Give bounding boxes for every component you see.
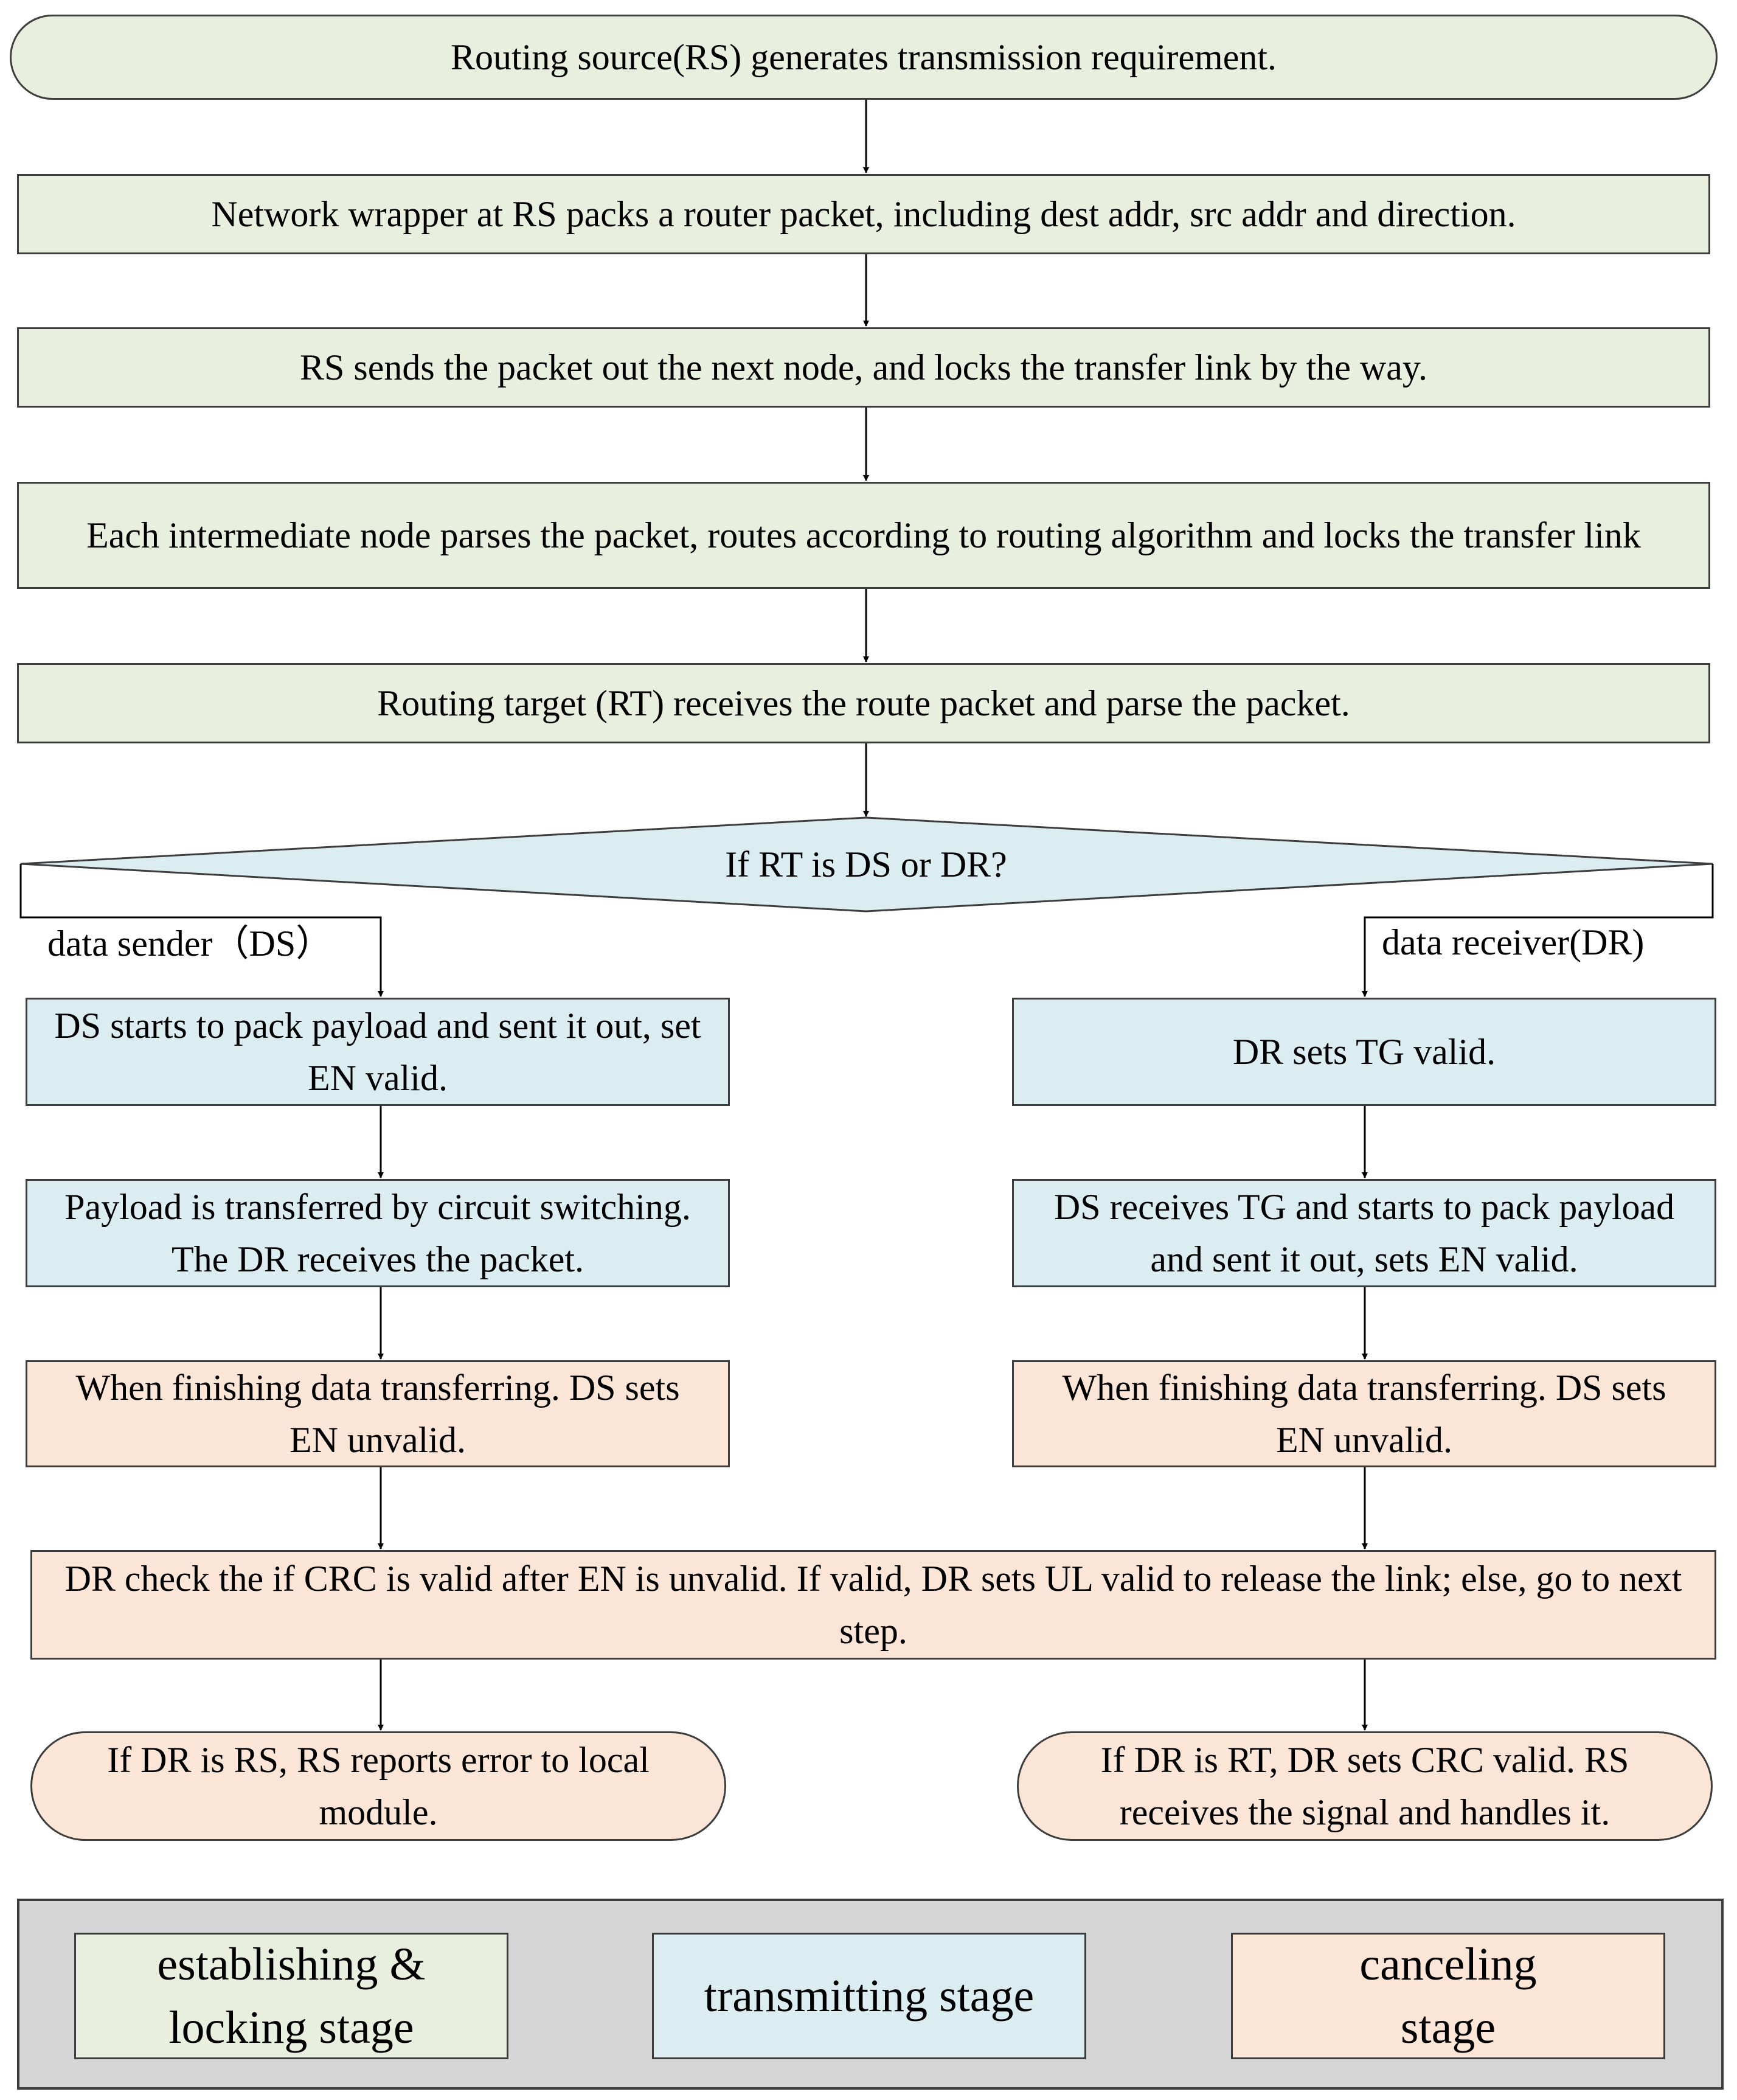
end-right-text: If DR is RT, DR sets CRC valid. RS recei… — [1100, 1740, 1629, 1832]
ds-receives-tg-step: DS receives TG and starts to pack payloa… — [1012, 1179, 1716, 1287]
decision-diamond — [20, 816, 1713, 913]
pack-packet-step: Network wrapper at RS packs a router pac… — [17, 174, 1710, 254]
pack-packet-text: Network wrapper at RS packs a router pac… — [211, 194, 1516, 234]
legend-transmitting: transmitting stage — [652, 1933, 1086, 2059]
arrow-decision-to-sender — [19, 864, 384, 997]
payload-transfer-text: Payload is transferred by circuit switch… — [64, 1187, 691, 1279]
end-node-left: If DR is RS, RS reports error to local m… — [30, 1731, 726, 1841]
ds-receives-tg-text: DS receives TG and starts to pack payloa… — [1053, 1187, 1675, 1279]
arrow-decision-to-receiver — [1362, 864, 1714, 997]
branch-label-receiver: data receiver(DR) — [1382, 922, 1645, 962]
routing-target-text: Routing target (RT) receives the route p… — [377, 683, 1350, 723]
ds-finish-left-step: When finishing data transferring. DS set… — [26, 1360, 730, 1467]
legend-transmitting-text: transmitting stage — [704, 1970, 1035, 2022]
legend-panel: establishing & locking stage transmittin… — [17, 1899, 1724, 2090]
crc-check-text: DR check the if CRC is valid after EN is… — [64, 1559, 1682, 1651]
end-left-text: If DR is RS, RS reports error to local m… — [107, 1740, 650, 1832]
legend-establishing-text: establishing & locking stage — [157, 1939, 426, 2053]
send-packet-step: RS sends the packet out the next node, a… — [17, 327, 1710, 408]
ds-finish-right-text: When finishing data transferring. DS set… — [1062, 1368, 1666, 1460]
legend-establishing: establishing & locking stage — [74, 1933, 508, 2059]
intermediate-node-text: Each intermediate node parses the packet… — [86, 515, 1641, 555]
end-node-right: If DR is RT, DR sets CRC valid. RS recei… — [1017, 1731, 1713, 1841]
payload-transfer-step: Payload is transferred by circuit switch… — [26, 1179, 730, 1287]
ds-finish-right-step: When finishing data transferring. DS set… — [1012, 1360, 1716, 1467]
ds-pack-payload-step: DS starts to pack payload and sent it ou… — [26, 998, 730, 1106]
crc-check-step: DR check the if CRC is valid after EN is… — [30, 1550, 1716, 1660]
legend-canceling-text: canceling stage — [1359, 1939, 1537, 2053]
ds-finish-left-text: When finishing data transferring. DS set… — [75, 1368, 680, 1460]
branch-label-sender: data sender（DS） — [47, 923, 333, 964]
start-text: Routing source(RS) generates transmissio… — [450, 37, 1277, 77]
start-node: Routing source(RS) generates transmissio… — [10, 15, 1718, 100]
dr-sets-tg-text: DR sets TG valid. — [1232, 1032, 1496, 1072]
dr-sets-tg-step: DR sets TG valid. — [1012, 998, 1716, 1106]
legend-canceling: canceling stage — [1231, 1933, 1665, 2059]
send-packet-text: RS sends the packet out the next node, a… — [300, 347, 1427, 388]
decision-text: If RT is DS or DR? — [725, 844, 1007, 885]
routing-target-step: Routing target (RT) receives the route p… — [17, 663, 1710, 743]
ds-pack-payload-text: DS starts to pack payload and sent it ou… — [54, 1006, 701, 1098]
intermediate-node-step: Each intermediate node parses the packet… — [17, 482, 1710, 589]
